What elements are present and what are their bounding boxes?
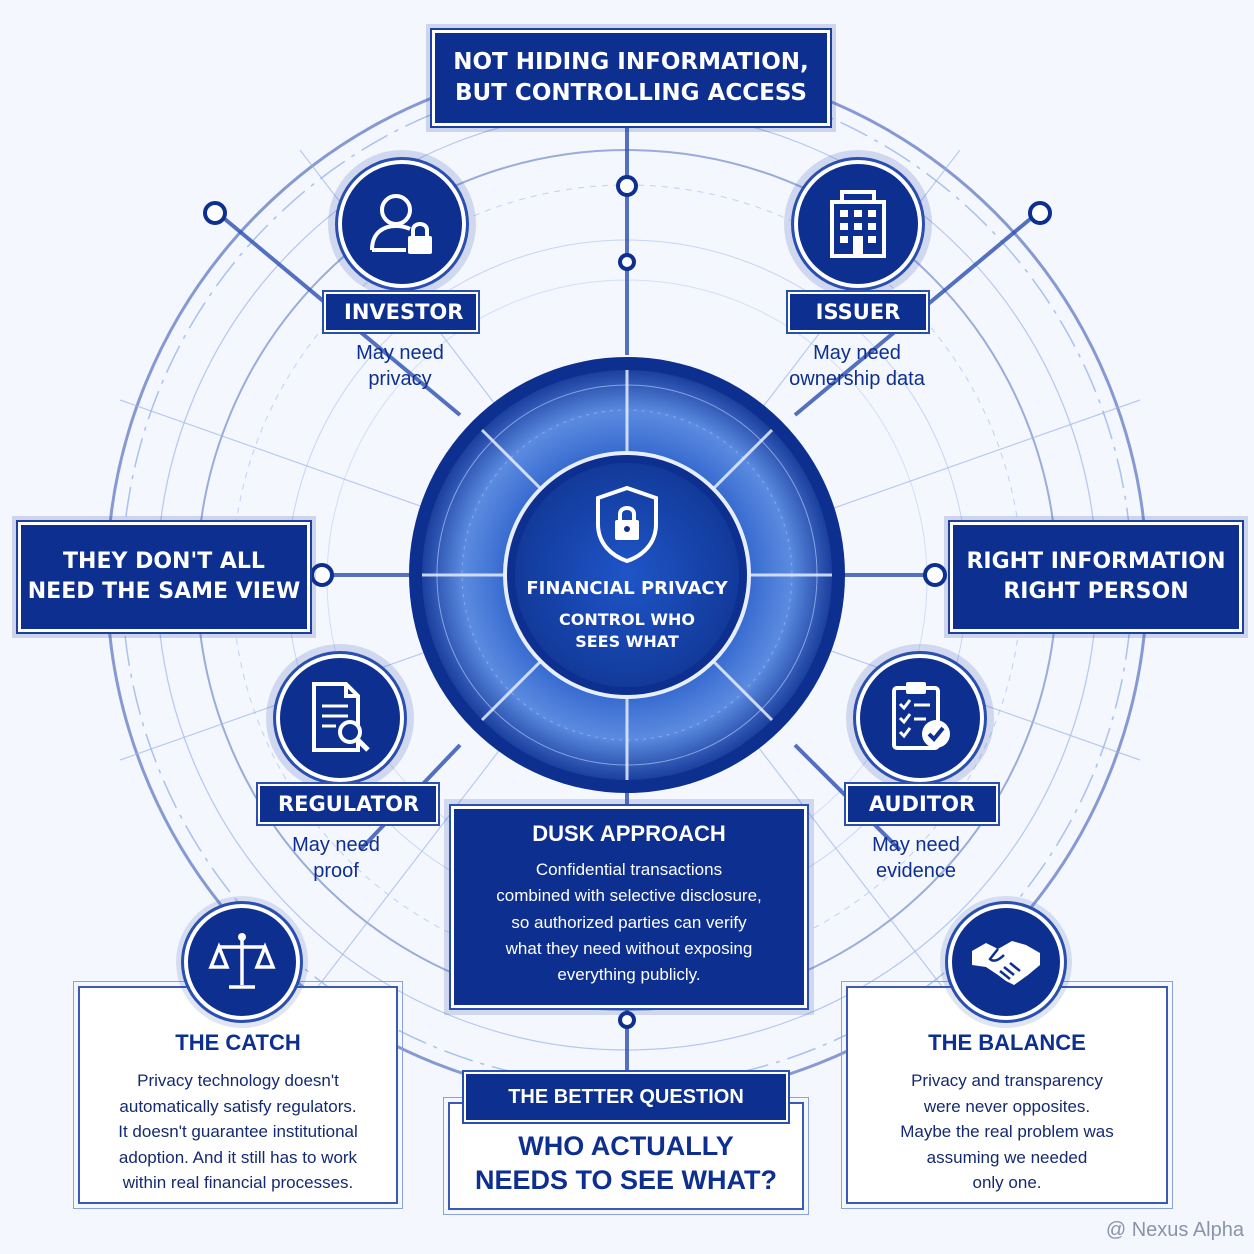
center-shield-icon <box>592 484 662 564</box>
auditor-desc-line1: May need <box>872 834 960 856</box>
regulator-label: REGULATOR <box>256 782 440 826</box>
left-banner-line2: NEED THE SAME VIEW <box>27 579 301 604</box>
center-line1: CONTROL WHO <box>559 610 695 629</box>
issuer-label: ISSUER <box>786 290 930 334</box>
the-balance-icon-circle <box>945 901 1067 1023</box>
watermark: @ Nexus Alpha <box>1105 1219 1244 1241</box>
regulator-icon-circle <box>273 651 407 785</box>
the-catch-icon-circle <box>181 901 303 1023</box>
user-lock-icon <box>370 194 432 254</box>
issuer-desc-line2: ownership data <box>789 368 925 390</box>
auditor-desc-line2: evidence <box>875 860 957 882</box>
the-catch-line4: adoption. And it still has to work <box>118 1147 358 1167</box>
center-title: FINANCIAL PRIVACY <box>526 578 728 599</box>
dusk-approach-box: DUSK APPROACH Confidential transactions … <box>449 804 809 1010</box>
investor-icon-circle <box>335 157 469 291</box>
the-balance-line5: only one. <box>972 1173 1042 1192</box>
top-banner: NOT HIDING INFORMATION, BUT CONTROLLING … <box>430 28 832 128</box>
top-banner-line1: NOT HIDING INFORMATION, <box>453 48 809 75</box>
regulator-desc-line1: May need <box>292 834 380 856</box>
better-question-label: THE BETTER QUESTION <box>462 1070 790 1124</box>
the-catch-title: THE CATCH <box>175 1030 301 1055</box>
investor-label: INVESTOR <box>322 290 480 334</box>
auditor-label: AUDITOR <box>844 782 1000 826</box>
right-banner-line2: RIGHT PERSON <box>1003 579 1189 604</box>
issuer-icon-circle <box>791 157 925 291</box>
center-line2: SEES WHAT <box>575 632 679 651</box>
the-balance-line3: Maybe the real problem was <box>900 1122 1114 1141</box>
dusk-approach-title: DUSK APPROACH <box>532 821 726 846</box>
the-balance-line4: assuming we needed <box>926 1147 1088 1167</box>
the-catch-line3: It doesn't guarantee institutional <box>118 1122 358 1141</box>
building-icon <box>830 190 886 258</box>
the-catch-line1: Privacy technology doesn't <box>137 1071 339 1090</box>
dusk-approach-line1: Confidential transactions <box>535 860 723 879</box>
handshake-icon <box>972 941 1040 985</box>
right-banner-line1: RIGHT INFORMATION <box>966 549 1226 575</box>
the-balance-title: THE BALANCE <box>928 1030 1086 1055</box>
left-banner: THEY DON'T ALL NEED THE SAME VIEW <box>16 520 312 634</box>
dusk-approach-line5: everything publicly. <box>557 965 701 985</box>
the-balance-line2: were never opposites. <box>923 1096 1091 1116</box>
better-question-line1: WHO ACTUALLY <box>518 1131 734 1161</box>
the-catch-line5: within real financial processes. <box>122 1173 354 1192</box>
left-banner-line1: THEY DON'T ALL <box>63 549 265 575</box>
document-search-icon <box>312 682 370 752</box>
auditor-icon-circle <box>853 651 987 785</box>
dusk-approach-line2: combined with selective disclosure, <box>496 886 762 906</box>
issuer-desc-line1: May need <box>813 342 901 364</box>
clipboard-check-icon <box>892 682 950 750</box>
dusk-approach-line3: so authorized parties can verify <box>511 912 747 932</box>
right-banner: RIGHT INFORMATION RIGHT PERSON <box>948 520 1244 634</box>
the-catch-line2: automatically satisfy regulators. <box>119 1096 357 1116</box>
regulator-desc-line2: proof <box>313 860 359 882</box>
investor-desc-line2: privacy <box>368 368 432 390</box>
scales-icon <box>208 933 276 989</box>
better-question-line2: NEEDS TO SEE WHAT? <box>474 1165 778 1195</box>
the-balance-card: THE BALANCE Privacy and transparency wer… <box>841 981 1173 1209</box>
investor-desc-line1: May need <box>356 342 444 364</box>
top-banner-line2: BUT CONTROLLING ACCESS <box>455 80 807 106</box>
the-balance-line1: Privacy and transparency <box>911 1071 1103 1090</box>
dusk-approach-line4: what they need without exposing <box>505 939 753 959</box>
